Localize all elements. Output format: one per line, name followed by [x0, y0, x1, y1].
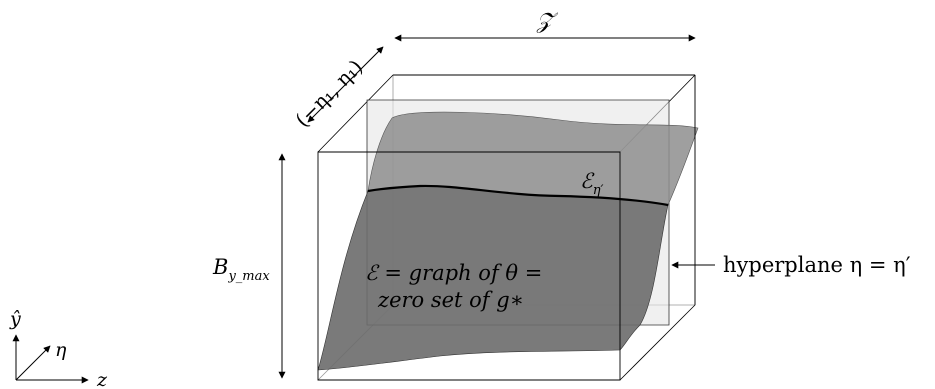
box-front: [317, 74, 696, 381]
eta-axis-label: η: [55, 339, 67, 361]
surface-label-line1: ℰ = graph of θ =: [365, 261, 542, 285]
b-label: By_max: [212, 255, 270, 284]
e-eta-prime-curve: [367, 184, 669, 207]
coordinate-axes: [12, 334, 89, 384]
eta-range-arrow: [307, 46, 384, 123]
surface-label-line2: zero set of g∗: [377, 288, 524, 312]
eta-axis: [15, 345, 51, 381]
hyperplane-label: hyperplane η = η′: [723, 253, 911, 277]
e-eta-prime-label: ℰη′: [580, 169, 604, 198]
y-hat-label: ŷ: [9, 308, 21, 330]
e-eta-prime-sub: η′: [593, 183, 604, 198]
b-label-sub: y_max: [227, 269, 270, 284]
z-axis-label: z: [96, 369, 108, 389]
z-range-label: 𝒵: [536, 9, 559, 34]
eta-range-label: (−η₁, η₁): [290, 55, 367, 132]
